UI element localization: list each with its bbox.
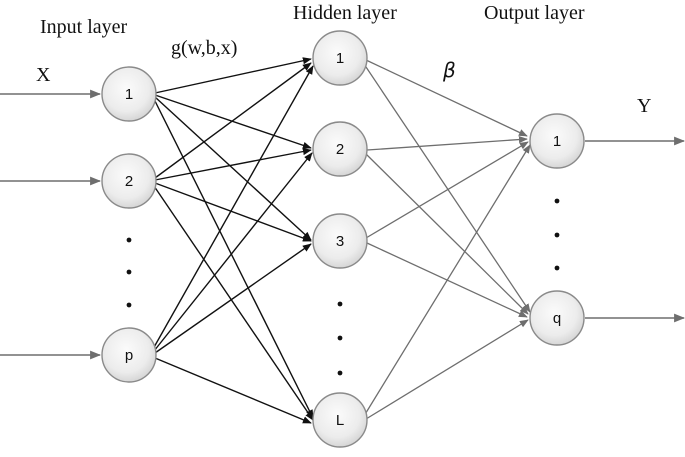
- hidden-to-output-edges: [363, 59, 531, 420]
- edge-ip-h3: [154, 243, 312, 354]
- output-ellipsis: [554, 198, 560, 271]
- edge-hL-oq: [365, 319, 529, 420]
- input-node-1-label: 1: [125, 86, 133, 103]
- input-node-p-label: p: [125, 347, 133, 364]
- edge-h3-o1: [365, 141, 529, 239]
- activation-function-label: g(w,b,x): [171, 37, 237, 59]
- hidden-ellipsis: [337, 301, 343, 376]
- output-node-1-label: 1: [553, 133, 561, 150]
- edge-i1-h1: [154, 57, 312, 94]
- hidden-layer-title: Hidden layer: [293, 2, 397, 24]
- output-node-q-label: q: [553, 310, 561, 327]
- output-ellipsis-dot: [554, 198, 560, 204]
- edge-i1-hL: [153, 98, 314, 419]
- hidden-node-2-label: 2: [336, 141, 344, 158]
- input-ellipsis: [126, 237, 132, 308]
- input-node-2: 2: [101, 153, 157, 209]
- edge-h2-oq: [365, 153, 529, 315]
- output-layer-title: Output layer: [484, 2, 585, 24]
- hidden-node-3: 3: [312, 213, 368, 269]
- edge-i1-h2: [154, 94, 312, 149]
- edge-i2-hL: [153, 185, 314, 421]
- output-arrows: [585, 136, 685, 323]
- edge-h2-o1: [366, 135, 528, 151]
- hidden-ellipsis-dot: [337, 335, 343, 341]
- input-layer-title: Input layer: [40, 16, 128, 38]
- output-node-q: q: [529, 290, 585, 346]
- edge-ip-h2: [153, 152, 313, 352]
- hidden-node-2: 2: [312, 121, 368, 177]
- input-to-hidden-edges: [152, 57, 314, 424]
- input-nodes: 1 2 p: [101, 66, 157, 383]
- weight-symbol-beta: β: [442, 58, 456, 82]
- input-ellipsis-dot: [126, 302, 132, 308]
- edge-hL-o1: [363, 144, 531, 417]
- input-node-1: 1: [101, 66, 157, 122]
- edge-h1-oq: [363, 63, 531, 313]
- hidden-nodes: 1 2 3 L: [312, 30, 368, 448]
- edge-ip-h1: [152, 65, 314, 350]
- edge-i2-h3: [154, 182, 312, 242]
- input-ellipsis-dot: [126, 237, 132, 243]
- edge-i2-h2: [154, 147, 312, 181]
- hidden-node-L: L: [312, 392, 368, 448]
- output-ellipsis-dot: [554, 265, 560, 271]
- input-ellipsis-dot: [126, 269, 132, 275]
- input-node-p: p: [101, 327, 157, 383]
- edge-i2-h1: [154, 62, 312, 179]
- input-symbol-x: X: [36, 64, 51, 86]
- edge-ip-hL: [154, 357, 312, 424]
- output-ellipsis-dot: [554, 232, 560, 238]
- edge-h1-o1: [365, 59, 528, 137]
- input-arrows: [0, 89, 102, 360]
- output-nodes: 1 q: [529, 113, 585, 346]
- hidden-node-L-label: L: [336, 412, 344, 429]
- output-symbol-y: Y: [637, 95, 651, 117]
- hidden-node-1-label: 1: [336, 50, 344, 67]
- hidden-node-1: 1: [312, 30, 368, 86]
- hidden-ellipsis-dot: [337, 301, 343, 307]
- output-node-1: 1: [529, 113, 585, 169]
- input-node-2-label: 2: [125, 173, 133, 190]
- edge-i1-h3: [154, 96, 312, 241]
- hidden-ellipsis-dot: [337, 370, 343, 376]
- hidden-node-3-label: 3: [336, 233, 344, 250]
